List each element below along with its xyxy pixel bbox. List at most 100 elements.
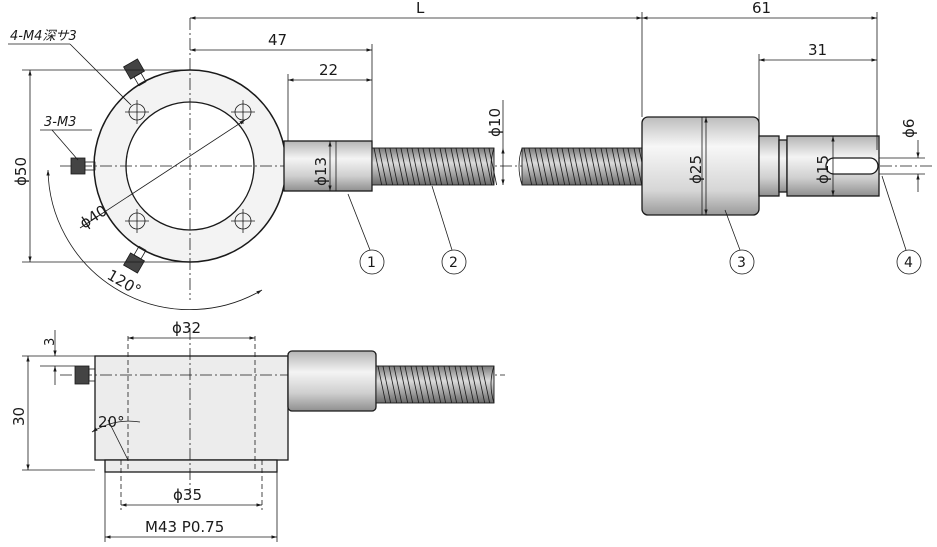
- coil-turn: [389, 147, 399, 186]
- coil-turn: [476, 365, 486, 404]
- coil-turn: [561, 147, 571, 186]
- dim-47-label: 47: [268, 31, 287, 49]
- coil-turn: [444, 147, 454, 186]
- callout-3: 3: [737, 255, 746, 271]
- dim-phi25-label: ϕ25: [687, 155, 705, 184]
- coil-turn: [417, 147, 427, 186]
- callout-1: 1: [367, 255, 376, 271]
- coil-turn: [605, 147, 615, 186]
- coil-turn: [556, 147, 566, 186]
- part-1-housing: [283, 140, 373, 192]
- coil-turn: [373, 147, 383, 186]
- coil-turn: [481, 365, 491, 404]
- coil-turn: [534, 147, 544, 186]
- coil-turn: [550, 147, 560, 186]
- dim-30-label: 30: [10, 407, 28, 426]
- dim-phi50-label: ϕ50: [12, 157, 30, 186]
- coil-turn: [488, 147, 498, 186]
- coil-turn: [426, 365, 436, 404]
- part-2-coil-left: [371, 147, 498, 186]
- dim-length-label: L: [416, 0, 425, 17]
- side-neck: [287, 350, 377, 412]
- side-coil: [375, 365, 495, 404]
- coil-turn: [388, 365, 398, 404]
- coil-turn: [406, 147, 416, 186]
- coil-turn: [461, 147, 471, 186]
- dim-phi32-label: ϕ32: [172, 319, 201, 337]
- key-slot: [825, 157, 879, 175]
- dim-phi6-label: ϕ6: [900, 119, 918, 138]
- dimension-lines: [8, 12, 925, 310]
- coil-turn: [422, 147, 432, 186]
- coil-turn: [627, 147, 637, 186]
- coil-turn: [600, 147, 610, 186]
- coil-turn: [459, 365, 469, 404]
- coil-turn: [545, 147, 555, 186]
- coil-turn: [399, 365, 409, 404]
- dim-phi10-label: ϕ10: [486, 108, 504, 137]
- coil-turn: [572, 147, 582, 186]
- coil-turn: [477, 147, 487, 186]
- dim-22-label: 22: [319, 61, 338, 79]
- coil-turn: [404, 365, 414, 404]
- coil-turn: [378, 147, 388, 186]
- coil-turn: [437, 365, 447, 404]
- dim-3-label: 3: [43, 338, 58, 346]
- coil-turn: [470, 365, 480, 404]
- thumb-screw-icon: [74, 365, 90, 385]
- coil-turn: [400, 147, 410, 186]
- dim-phi13-label: ϕ13: [312, 157, 330, 186]
- side-body: [94, 355, 289, 461]
- coil-turn: [432, 365, 442, 404]
- dim-61-label: 61: [752, 0, 771, 17]
- coil-turn: [622, 147, 632, 186]
- coil-turn: [589, 147, 599, 186]
- part-2-coil-right: [518, 147, 648, 186]
- dim-phi35-label: ϕ35: [173, 486, 202, 504]
- thumb-screw-icon: [123, 58, 147, 87]
- coil-turn: [616, 147, 626, 186]
- coil-turn: [411, 147, 421, 186]
- coil-turn: [611, 147, 621, 186]
- coil-turn: [443, 365, 453, 404]
- coil-turn: [428, 147, 438, 186]
- coil-turn: [455, 147, 465, 186]
- callout-4: 4: [904, 255, 913, 271]
- coil-turn: [450, 147, 460, 186]
- side-thread: [104, 459, 278, 473]
- coil-turn: [395, 147, 405, 186]
- coil-turn: [448, 365, 458, 404]
- side-dimension-lines: [22, 330, 278, 542]
- coil-turn: [539, 147, 549, 186]
- dim-31-label: 31: [808, 41, 827, 59]
- coil-turn: [567, 147, 577, 186]
- coil-turn: [472, 147, 482, 186]
- dim-thread-label: M43 P0.75: [145, 518, 224, 536]
- coil-turn: [439, 147, 449, 186]
- coil-turn: [410, 365, 420, 404]
- coil-turn: [382, 365, 392, 404]
- callout-2: 2: [449, 255, 458, 271]
- side-view: ϕ32 ϕ35 M43 P0.75 30 3 20°: [10, 319, 505, 542]
- coil-turn: [633, 147, 643, 186]
- coil-turn: [415, 365, 425, 404]
- coil-turn: [583, 147, 593, 186]
- coil-turn: [528, 147, 538, 186]
- coil-turn: [377, 365, 387, 404]
- coil-turn: [465, 365, 475, 404]
- coil-turn: [433, 147, 443, 186]
- coil-turn: [578, 147, 588, 186]
- coil-turn: [483, 147, 493, 186]
- note-m4-holes: 4-M4深サ3: [10, 29, 77, 44]
- coil-turn: [594, 147, 604, 186]
- dim-20-label: 20°: [98, 413, 125, 431]
- coil-turn: [454, 365, 464, 404]
- dim-phi15-label: ϕ15: [814, 155, 832, 184]
- connector-collar: [758, 135, 780, 197]
- coil-turn: [466, 147, 476, 186]
- top-view: L 61 47 22 31 ϕ10 ϕ13 ϕ25 ϕ15 ϕ6 ϕ50 ϕ40…: [8, 0, 935, 310]
- note-m3-holes: 3-M3: [44, 115, 76, 130]
- coil-turn: [384, 147, 394, 186]
- coil-turn: [393, 365, 403, 404]
- coil-turn: [421, 365, 431, 404]
